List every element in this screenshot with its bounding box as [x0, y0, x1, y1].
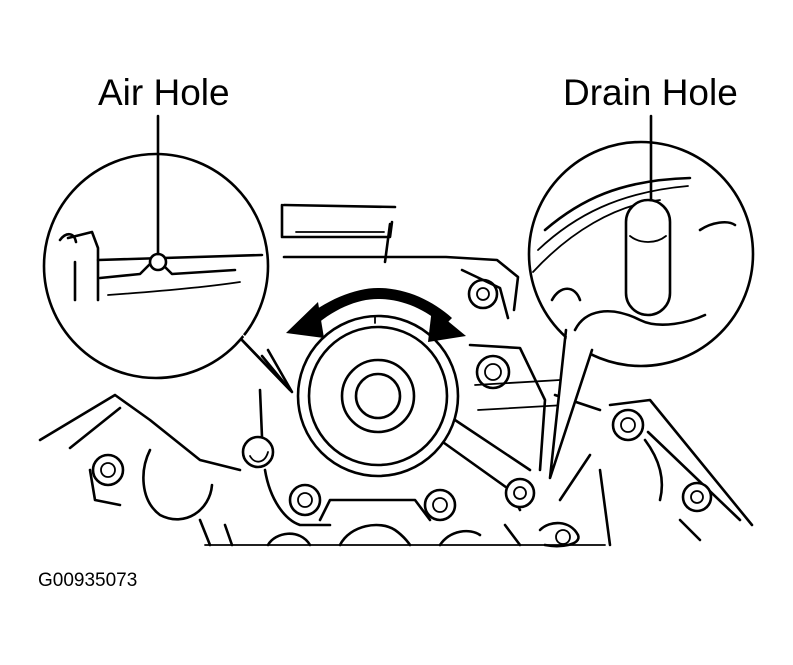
figure-id: G00935073	[38, 570, 138, 591]
engine-body	[38, 203, 754, 548]
pump-hub	[354, 372, 402, 420]
rotation-arrow	[286, 288, 466, 342]
water-pump	[296, 314, 460, 478]
pump-pulley-outer	[296, 314, 460, 478]
lower-bolt-left	[288, 483, 322, 517]
air-hole-label: Air Hole	[98, 72, 230, 113]
air-hole-callout	[42, 114, 294, 394]
drain-hole-marker	[624, 198, 672, 317]
air-hole-marker	[148, 252, 168, 272]
left-bolt	[91, 453, 125, 487]
right-bracket-bolt	[611, 408, 645, 442]
arm-bolt	[504, 477, 536, 509]
drain-hole-callout	[527, 114, 755, 480]
drain-hole-label: Drain Hole	[563, 72, 738, 113]
right-lower-bolt	[681, 481, 713, 513]
lower-left-boss	[241, 435, 275, 469]
flange-bolt-mid	[475, 354, 511, 390]
lower-bolt-right	[423, 488, 457, 522]
